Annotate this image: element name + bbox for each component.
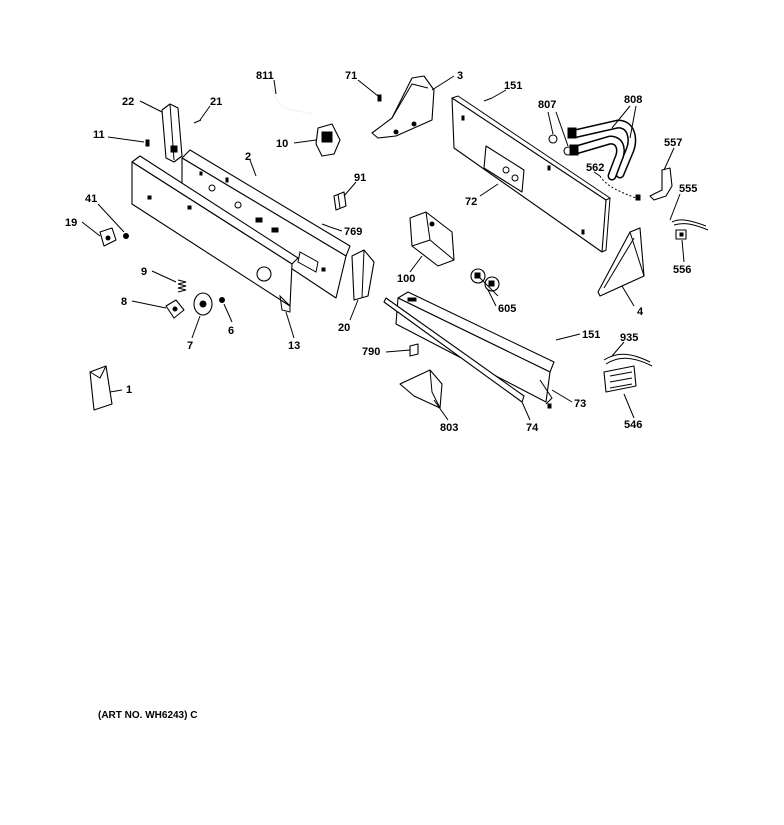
callout-151-top: 151 (504, 80, 522, 92)
part-19-knob (99, 227, 117, 247)
part-562-wire (599, 175, 641, 201)
callout-8: 8 (121, 296, 127, 308)
part-11-screw (145, 139, 150, 147)
part-811-hose (271, 87, 313, 115)
part-4-end-cap (597, 227, 645, 297)
callout-9: 9 (141, 266, 147, 278)
callout-10: 10 (276, 138, 288, 150)
callout-13: 13 (288, 340, 300, 352)
part-22-bracket (161, 103, 183, 163)
art-number: (ART NO. WH6243) C (98, 710, 197, 721)
part-74-trim (383, 297, 525, 403)
callout-769: 769 (344, 226, 362, 238)
part-151-screw-top (483, 97, 493, 102)
callout-20: 20 (338, 322, 350, 334)
part-8-knob (165, 299, 185, 319)
part-91-clip (333, 191, 347, 211)
callout-41: 41 (85, 193, 97, 205)
callout-72: 72 (465, 196, 477, 208)
callout-803: 803 (440, 422, 458, 434)
callout-74: 74 (526, 422, 539, 434)
callout-808: 808 (624, 94, 642, 106)
callout-22: 22 (122, 96, 134, 108)
callout-562: 562 (586, 162, 604, 174)
part-935-harness (603, 353, 653, 367)
part-3-bracket (371, 75, 435, 139)
callout-73: 73 (574, 398, 586, 410)
callout-71: 71 (345, 70, 357, 82)
part-9-spring (177, 279, 187, 293)
callout-1: 1 (126, 384, 132, 396)
part-71-screw (377, 94, 382, 102)
part-41-screw (123, 233, 129, 239)
callout-100: 100 (397, 273, 415, 285)
part-6-retainer (219, 297, 225, 303)
leader-lines (81, 75, 685, 421)
callout-790: 790 (362, 346, 380, 358)
callout-6: 6 (228, 325, 234, 337)
callout-811: 811 (256, 70, 274, 82)
callout-557: 557 (664, 137, 682, 149)
part-557-valve (649, 167, 673, 201)
callout-2: 2 (245, 151, 251, 163)
part-100-timer (409, 211, 455, 267)
callout-546: 546 (624, 419, 642, 431)
callout-21: 21 (210, 96, 222, 108)
part-20-end-cap (351, 249, 375, 301)
part-7-dial (193, 292, 213, 316)
part-10-switch (315, 123, 341, 157)
callout-556: 556 (673, 264, 691, 276)
part-555-harness (671, 219, 709, 231)
part-605-motor-assembly (470, 268, 500, 297)
callout-4: 4 (637, 306, 644, 318)
callout-labels: 811 71 3 151 807 808 22 21 11 10 2 557 5… (65, 70, 697, 434)
part-769-screw (321, 223, 331, 228)
part-790-clip (409, 343, 419, 357)
part-72-backsplash (451, 95, 611, 253)
part-556-connector (675, 229, 687, 240)
part-803-bracket (399, 369, 443, 409)
callout-935: 935 (620, 332, 638, 344)
callout-807: 807 (538, 99, 556, 111)
callout-605: 605 (498, 303, 516, 315)
callout-11: 11 (93, 129, 105, 141)
part-546-terminal-block (603, 365, 637, 393)
callout-91: 91 (354, 172, 366, 184)
part-151-screw-bottom (555, 337, 565, 341)
callout-3: 3 (457, 70, 463, 82)
callout-555: 555 (679, 183, 697, 195)
part-13-front-panel (131, 155, 299, 313)
part-1-literature (89, 365, 113, 411)
part-73-toe-panel (395, 291, 555, 409)
callout-19: 19 (65, 217, 77, 229)
callout-7: 7 (187, 340, 193, 352)
callout-151-bottom: 151 (582, 329, 600, 341)
part-21-screw (193, 119, 202, 124)
